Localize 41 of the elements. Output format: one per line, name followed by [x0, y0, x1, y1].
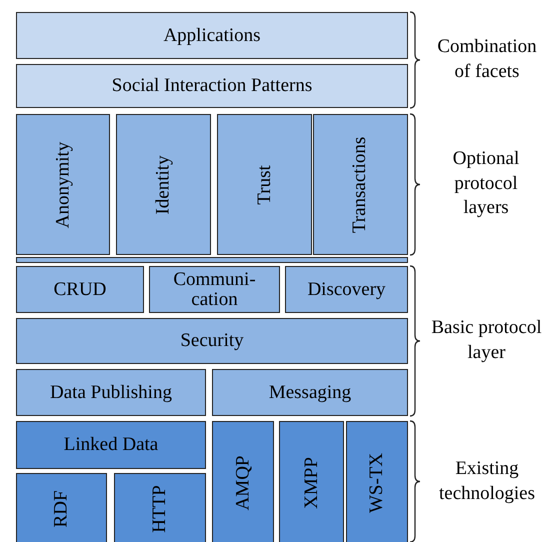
layer-label: Discovery — [307, 280, 386, 300]
layer-label: HTTP — [150, 485, 170, 533]
layer-box — [212, 369, 408, 416]
layer-label: CRUD — [54, 280, 106, 300]
layer-group-label: Basic protocol layer — [430, 316, 543, 365]
layer-box — [114, 473, 206, 542]
layer-box — [16, 12, 408, 59]
layer-box — [149, 266, 280, 313]
layer-label: Messaging — [268, 382, 352, 402]
layer-box — [279, 421, 344, 542]
layer-label: Applications — [163, 26, 261, 46]
layer-label: WS-TX — [367, 452, 387, 514]
layer-label: AMQP — [233, 456, 253, 510]
layer-label: Security — [180, 331, 244, 351]
layer-box — [212, 421, 274, 542]
layer-label: Identity — [154, 154, 174, 214]
layer-label: XMPP — [302, 457, 322, 509]
layer-box — [313, 114, 408, 255]
layer-box — [16, 318, 408, 364]
layer-label: Social Interaction Patterns — [112, 76, 312, 96]
layer-label: Trust — [254, 164, 274, 204]
layer-label: Communi- cation — [172, 270, 257, 310]
layer-box — [16, 369, 206, 416]
layer-box — [16, 421, 206, 469]
layer-box — [285, 266, 408, 313]
layer-box — [116, 114, 211, 255]
layer-box — [16, 473, 107, 542]
layer-box — [346, 421, 408, 542]
layer-bar — [16, 257, 408, 263]
layer-group-label: Existing technologies — [438, 457, 536, 506]
layer-box — [16, 266, 144, 313]
layer-group-label: Optional protocol layers — [452, 146, 520, 220]
layer-label: Linked Data — [64, 435, 158, 455]
layer-label: Anonymity — [53, 141, 73, 228]
layer-label: RDF — [52, 490, 72, 528]
layer-label: Transactions — [350, 136, 370, 233]
layer-group-label: Combination of facets — [436, 35, 538, 84]
layer-box — [16, 64, 408, 108]
layer-box — [217, 114, 312, 255]
layer-box — [16, 114, 110, 255]
layer-label: Data Publishing — [50, 382, 172, 402]
